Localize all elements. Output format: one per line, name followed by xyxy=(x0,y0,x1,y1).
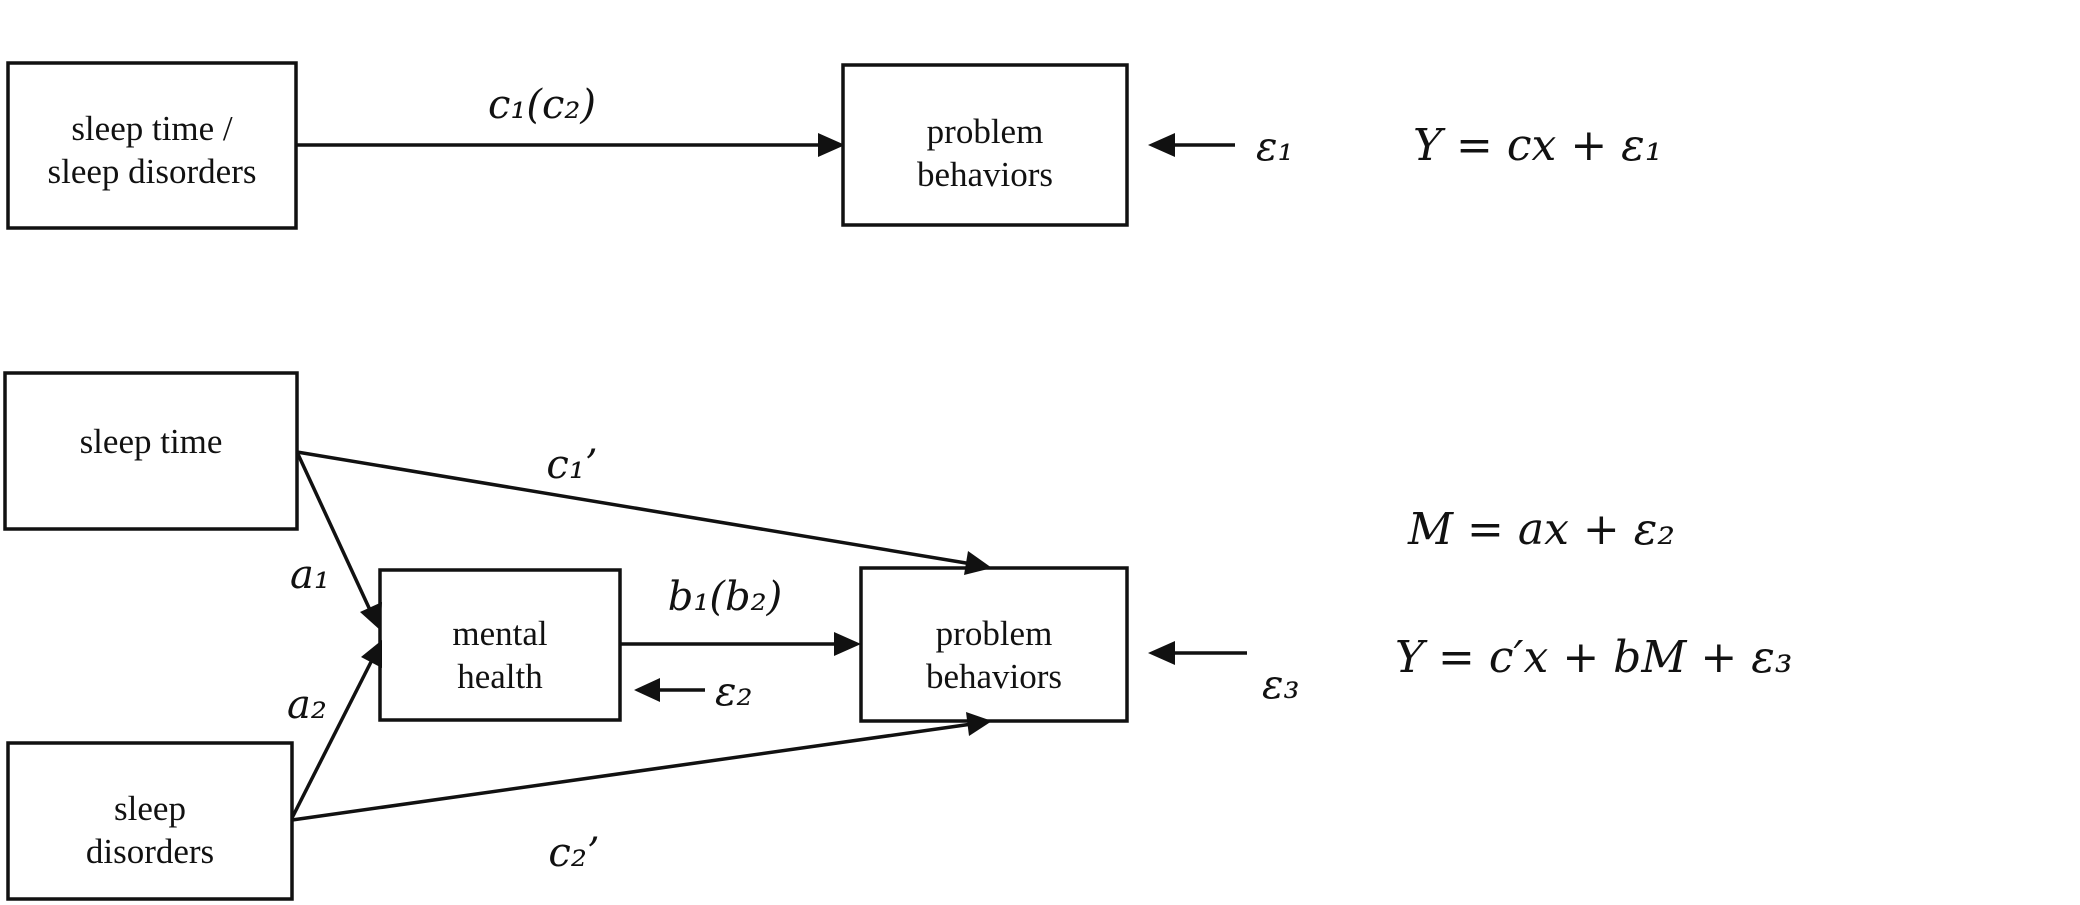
sleep-disorders-label-line1: sleep xyxy=(114,789,186,828)
path-c-label: c₁(c₂) xyxy=(488,82,596,128)
path-c2-prime-arrowhead xyxy=(966,712,992,736)
mental-health-label-line2: health xyxy=(457,657,543,696)
path-a1-arrow xyxy=(295,451,372,611)
equation-total-effect: Y = cx + ε₁ xyxy=(1413,120,1662,171)
outcome-label-line1: problem xyxy=(927,112,1044,151)
path-c-arrowhead xyxy=(818,133,845,157)
path-c1-prime-arrow xyxy=(296,450,973,566)
predictor-label-line2: sleep disorders xyxy=(48,152,257,191)
error1-label: ε₁ xyxy=(1256,124,1294,170)
sleep-time-label: sleep time xyxy=(80,422,223,461)
model2-mediation: sleep time sleep disorders mental health… xyxy=(3,371,1792,901)
error3-label: ε₃ xyxy=(1262,662,1300,708)
error2-arrowhead xyxy=(634,678,660,702)
path-a2-arrow xyxy=(290,659,374,819)
path-b-arrowhead xyxy=(834,632,861,656)
sleep-time-box xyxy=(3,371,299,531)
outcome-box-model2 xyxy=(859,566,1129,723)
path-a2-arrowhead xyxy=(361,640,382,668)
path-b-label: b₁(b₂) xyxy=(668,574,783,620)
path-c2-prime-label: c₂’ xyxy=(548,830,599,876)
path-c2-prime-arrow xyxy=(291,722,973,822)
path-a2-label: a₂ xyxy=(287,682,327,728)
path-a1-label: a₁ xyxy=(290,552,330,598)
error1-arrowhead xyxy=(1148,133,1175,157)
outcome-box-model1 xyxy=(841,63,1129,227)
mental-health-label-line1: mental xyxy=(452,614,548,653)
predictor-label-line1: sleep time / xyxy=(71,109,233,148)
sleep-disorders-box xyxy=(6,741,294,901)
equation-outcome: Y = c′x + bM + ε₃ xyxy=(1395,632,1792,683)
outcome-label-line2: behaviors xyxy=(917,155,1053,194)
path-a1-arrowhead xyxy=(360,602,382,630)
equation-mediator: M = ax + ε₂ xyxy=(1407,504,1675,555)
sleep-disorders-label-line2: disorders xyxy=(86,832,214,871)
predictor-box xyxy=(6,61,298,230)
path-c1-prime-arrowhead xyxy=(964,551,992,575)
error2-label: ε₂ xyxy=(715,669,753,715)
error3-arrowhead xyxy=(1148,641,1175,665)
outcome2-label-line1: problem xyxy=(936,614,1053,653)
model1-total-effect: sleep time / sleep disorders c₁(c₂) prob… xyxy=(6,61,1662,230)
path-c1-prime-label: c₁’ xyxy=(546,442,597,488)
outcome2-label-line2: behaviors xyxy=(926,657,1062,696)
